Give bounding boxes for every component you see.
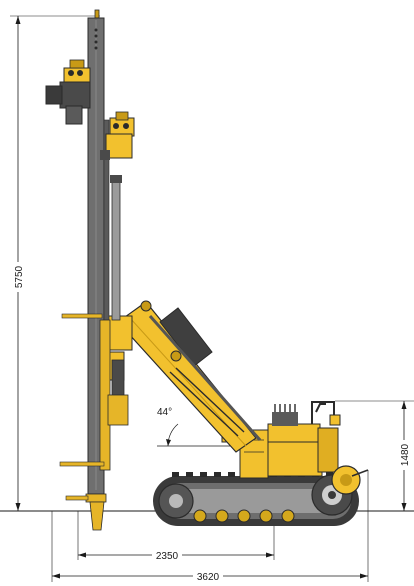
drill-mast (59, 9, 129, 531)
body-height-label: 1480 (400, 443, 411, 466)
dimension-body-height: 1480 (335, 400, 414, 511)
dimension-total-height: 5750 (10, 15, 100, 512)
dimension-mast-to-track: 2350 (77, 500, 275, 562)
rotary-drill-head-upper (45, 59, 91, 125)
dimension-overall-length: 3620 (51, 470, 369, 583)
mast-to-track-label: 2350 (156, 551, 179, 562)
boom-arm (105, 300, 262, 453)
total-height-label: 5750 (14, 265, 25, 288)
overall-length-label: 3620 (197, 572, 220, 583)
rotary-drill-head-lower (100, 111, 135, 160)
mast-angle-label: 44° (157, 407, 172, 418)
engine-housing (221, 401, 369, 495)
crawler-track (153, 472, 359, 526)
